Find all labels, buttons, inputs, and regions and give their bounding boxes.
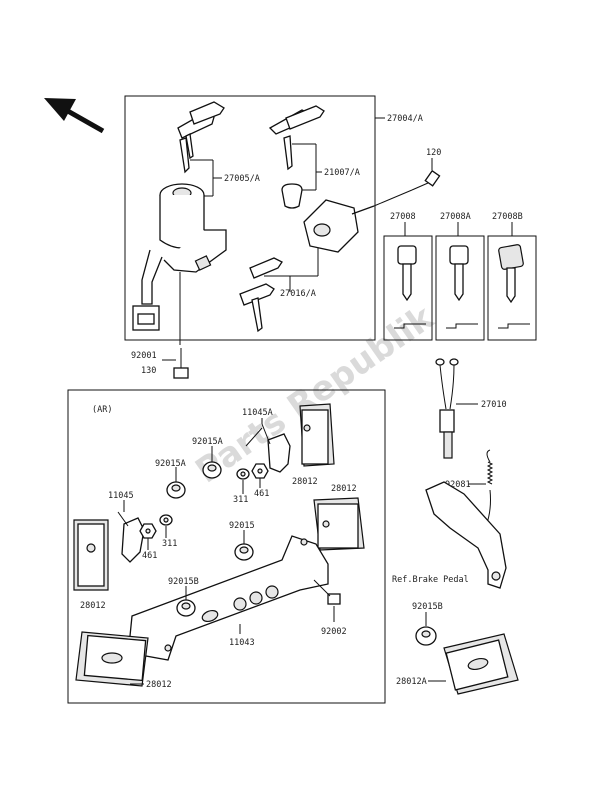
front-direction-arrow-icon — [44, 98, 105, 134]
brake-light-switch-icon — [435, 358, 459, 459]
bracket-11045-icon — [117, 511, 145, 563]
label-bracket-11043: 11043 — [229, 638, 255, 648]
seat-lock-keys-icon — [239, 257, 283, 333]
bracket-11043-icon — [129, 535, 329, 661]
collar-92015b-right-icon — [415, 626, 437, 646]
nut-461-top-icon — [251, 463, 269, 479]
label-brake-pedal: Ref.Brake Pedal — [392, 575, 469, 585]
reflector-set-frame — [67, 389, 386, 704]
ignition-switch-icon — [132, 183, 227, 331]
ignition-set-frame — [124, 95, 376, 341]
label-washer-311-top: 311 — [233, 495, 248, 505]
bolt-92002-icon — [313, 579, 341, 605]
label-reflector-28012c-bottom: 28012 — [146, 680, 172, 690]
label-reflector-28012c-top: 28012 — [331, 484, 357, 494]
collar-92015-icon — [234, 543, 254, 561]
label-bracket-11045a: 11045A — [242, 408, 273, 418]
reflector-28012c-top-icon — [313, 497, 365, 551]
washer-311-bottom-icon — [159, 514, 173, 526]
label-key-27008: 27008 — [390, 212, 416, 222]
label-washer-130: 130 — [141, 366, 156, 376]
label-seat-lock-keys: 27016/A — [280, 289, 316, 299]
label-ignition-switch: 27005/A — [224, 174, 260, 184]
label-reflector-28012-top: 28012 — [292, 477, 318, 487]
label-reflector-28012-left: 28012 — [80, 601, 106, 611]
reflector-28012-left-icon — [73, 519, 109, 591]
label-collar-92015a-left: 92015A — [155, 459, 186, 469]
key-27008-panel — [383, 235, 433, 341]
label-key-27008a: 27008A — [440, 212, 471, 222]
label-reflector-28012a: 28012A — [396, 677, 427, 687]
seat-lock-icon — [303, 199, 375, 253]
bolt-92001-icon — [173, 348, 189, 379]
label-nut-461-top: 461 — [254, 489, 269, 499]
bolt-120-icon — [411, 169, 441, 191]
label-bolt-92001: 92001 — [131, 351, 157, 361]
bracket-11045a-icon — [245, 423, 291, 473]
label-bolt-120: 120 — [426, 148, 441, 158]
key-blank-set-icon — [268, 105, 325, 209]
ignition-keys-icon — [177, 101, 225, 174]
label-key-27008b: 27008B — [492, 212, 523, 222]
label-spring-92081: 92081 — [445, 480, 471, 490]
collar-92015b-icon — [176, 599, 196, 617]
label-collar-92015b-right: 92015B — [412, 602, 443, 612]
key-27008a-panel — [435, 235, 485, 341]
brake-pedal-icon — [425, 481, 507, 589]
label-switch-27010: 27010 — [481, 400, 507, 410]
label-ignition-set: 27004/A — [387, 114, 423, 124]
reflector-28012-top-icon — [299, 403, 335, 467]
label-collar-92015b: 92015B — [168, 577, 199, 587]
label-bracket-11045: 11045 — [108, 491, 134, 501]
key-27008b-panel — [487, 235, 537, 341]
label-key-blank-set: 21007/A — [324, 168, 360, 178]
nut-461-bottom-icon — [139, 523, 157, 539]
reflector-28012c-bottom-icon — [75, 631, 149, 687]
reflector-28012a-icon — [443, 633, 519, 695]
label-ar-note: (AR) — [92, 405, 112, 415]
collar-92015a-left-icon — [166, 481, 186, 499]
label-nut-461-bottom: 461 — [142, 551, 157, 561]
label-bolt-92002: 92002 — [321, 627, 347, 637]
label-washer-311-bottom: 311 — [162, 539, 177, 549]
spring-92081-icon — [485, 449, 494, 527]
collar-92015a-top-icon — [202, 461, 222, 479]
washer-311-top-icon — [236, 468, 250, 480]
label-collar-92015a-top: 92015A — [192, 437, 223, 447]
label-collar-92015: 92015 — [229, 521, 255, 531]
